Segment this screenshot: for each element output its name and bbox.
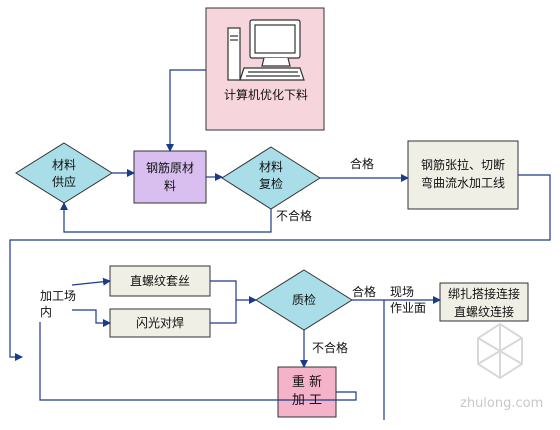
material-supply-line2: 供应: [51, 175, 76, 189]
rebar-raw-line1: 钢筋原材: [145, 161, 194, 175]
tension-line2: 弯曲流水加工线: [420, 176, 505, 190]
fail-label-2: 不合格: [312, 341, 349, 355]
work-face-label: 现场 作业面: [390, 284, 426, 316]
rework-line2: 加 工: [291, 393, 323, 408]
pass-label-1: 合格: [350, 157, 375, 171]
tension-box: [407, 140, 519, 210]
material-recheck-line2: 复检: [258, 177, 283, 191]
material-recheck-line1: 材料: [258, 160, 283, 174]
work-face-line2: 作业面: [390, 301, 427, 315]
flash-weld-label: 闪光对焊: [135, 316, 184, 330]
processing-site-line1: 加工场: [40, 289, 77, 303]
fail-label-1: 不合格: [276, 209, 313, 223]
rework-box: [277, 366, 337, 418]
material-supply-line1: 材料: [51, 158, 76, 172]
pass-label-2: 合格: [352, 285, 377, 299]
material-recheck-label: 材料 复检: [247, 159, 295, 193]
binding-line2: 直螺纹连接: [453, 305, 514, 319]
processing-site-label: 加工场 内: [40, 288, 76, 320]
watermark-logo-icon: [477, 322, 523, 380]
straight-thread-label: 直螺纹套丝: [129, 274, 190, 288]
rework-line1: 重 新: [291, 375, 323, 390]
computer-icon: [227, 19, 305, 81]
work-face-line1: 现场: [390, 285, 415, 299]
tension-line1: 钢筋张拉、切断: [420, 158, 505, 172]
binding-label: 绑扎搭接连接 直螺纹连接: [440, 285, 528, 321]
tension-label: 钢筋张拉、切断 弯曲流水加工线: [408, 156, 518, 192]
rebar-raw-line2: 料: [163, 179, 176, 193]
binding-line1: 绑扎搭接连接: [447, 287, 520, 301]
rebar-raw-label: 钢筋原材 料: [134, 159, 206, 195]
binding-box: [439, 282, 529, 322]
material-supply-label: 材料 供应: [40, 157, 88, 191]
computer-label: 计算机优化下料: [223, 88, 308, 102]
rework-label: 重 新 加 工: [278, 374, 336, 410]
processing-site-line2: 内: [40, 305, 53, 319]
quality-check-label: 质检: [291, 293, 316, 307]
connectors: [9, 69, 551, 420]
watermark-text: zhulong.com: [460, 396, 544, 411]
